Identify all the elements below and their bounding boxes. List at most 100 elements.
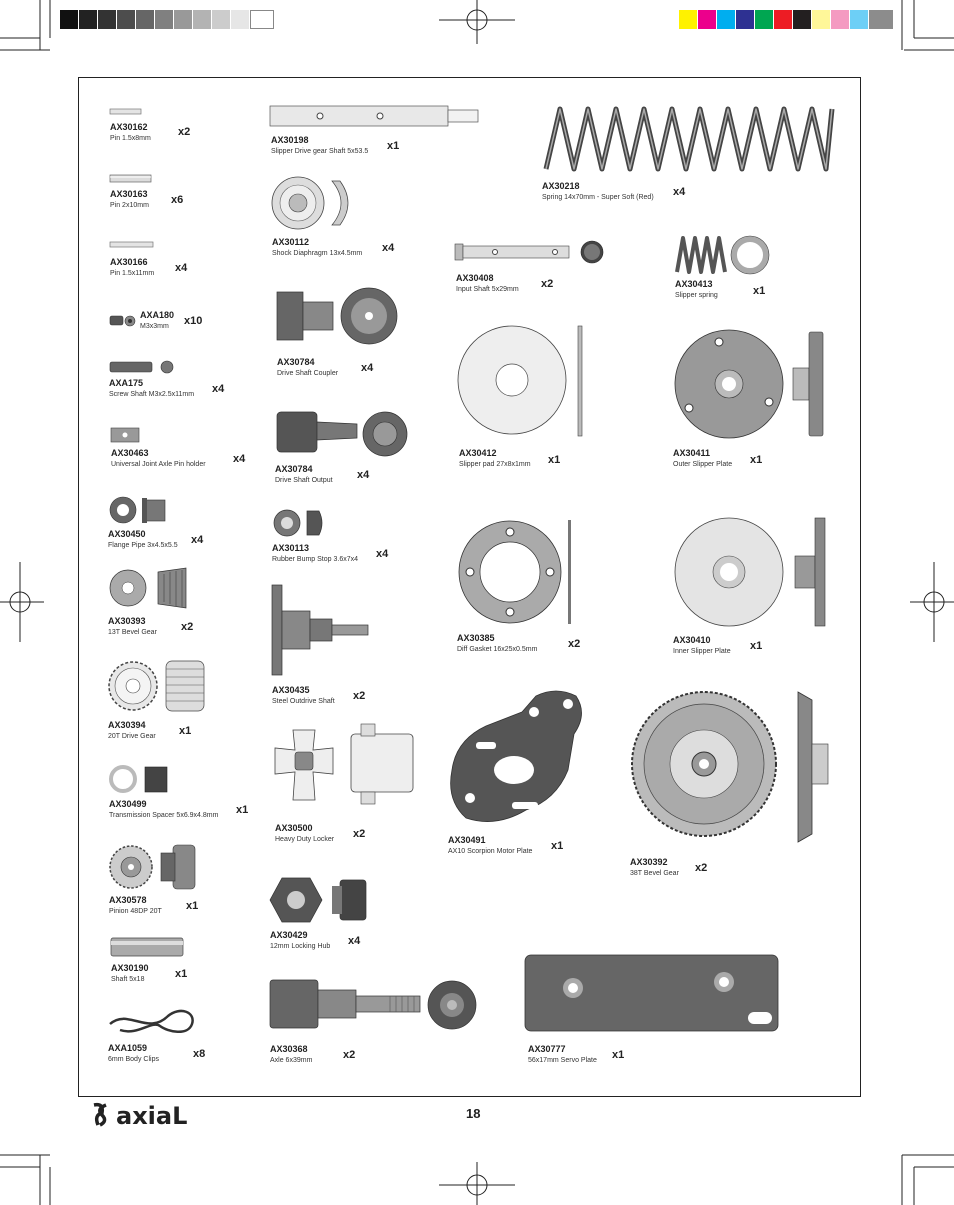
part-qty: x10	[184, 315, 203, 327]
part-desc: Slipper spring	[675, 292, 718, 299]
part-code: AX30198	[271, 135, 309, 145]
bump-stop-illustration	[273, 509, 323, 537]
drive-shaft-coupler-illustration	[276, 287, 398, 345]
outdrive-shaft-illustration	[271, 584, 369, 676]
part-desc: 56x17mm Servo Plate	[528, 1057, 597, 1064]
part-qty: x4	[382, 242, 395, 254]
drive-gear-20t-illustration	[108, 660, 205, 712]
part-ax30394: AX30394 20T Drive Gear	[108, 720, 156, 740]
part-code: AX30784	[277, 357, 315, 367]
part-ax30385: AX30385 Diff Gasket 16x25x0.5mm	[457, 633, 537, 653]
part-ax30500: AX30500 Heavy Duty Locker	[275, 823, 334, 843]
part-desc: Slipper Drive gear Shaft 5x53.5	[271, 148, 369, 155]
input-shaft-illustration	[454, 240, 604, 264]
color-swatch	[831, 10, 849, 29]
parts-frame	[78, 77, 861, 1097]
part-qty: x4	[376, 548, 389, 560]
part-code: AX30385	[457, 633, 495, 643]
part-qty: x8	[193, 1048, 206, 1060]
slipper-spring-illustration	[675, 235, 770, 275]
part-desc: 20T Drive Gear	[108, 733, 156, 740]
screw-shaft-illustration	[109, 360, 174, 374]
part-code: AXA180	[140, 310, 175, 320]
part-ax30392: AX30392 38T Bevel Gear	[630, 857, 679, 877]
svg-text:axiaL: axiaL	[116, 1102, 187, 1130]
part-ax30491: AX30491 AX10 Scorpion Motor Plate	[448, 835, 532, 855]
part-qty: x2	[541, 278, 554, 290]
diff-gasket-illustration	[458, 520, 571, 624]
gray-swatch	[79, 10, 97, 29]
pinion-illustration	[109, 844, 196, 890]
part-ax30163: AX30163 Pin 2x10mm	[110, 189, 149, 209]
part-code: AX30218	[542, 181, 580, 191]
part-desc: Steel Outdrive Shaft	[272, 698, 335, 705]
part-desc: Shock Diaphragm 13x4.5mm	[272, 250, 363, 257]
part-code: AX30368	[270, 1044, 308, 1054]
part-code: AX30163	[110, 189, 148, 199]
part-desc: Transmission Spacer 5x6.9x4.8mm	[109, 812, 219, 819]
part-desc: Pin 1.5x11mm	[110, 270, 155, 277]
gray-swatch	[231, 10, 249, 29]
part-qty: x2	[695, 862, 708, 874]
shaft-illustration	[110, 937, 184, 957]
part-ax30411: AX30411 Outer Slipper Plate	[673, 448, 732, 468]
part-qty: x4	[191, 534, 204, 546]
part-qty: x4	[673, 186, 686, 198]
page-number: 18	[466, 1106, 481, 1121]
part-desc: 6mm Body Clips	[108, 1056, 159, 1063]
part-qty: x1	[175, 968, 188, 980]
part-desc: Heavy Duty Locker	[275, 836, 335, 843]
axial-logo: axiaL	[93, 1102, 187, 1130]
part-qty: x1	[750, 640, 763, 652]
part-code: AXA175	[109, 378, 144, 388]
part-code: AX30394	[108, 720, 146, 730]
part-code: AX30166	[110, 257, 148, 267]
spring-illustration	[543, 106, 835, 172]
part-code: AX30435	[272, 685, 310, 695]
part-code: AX30777	[528, 1044, 566, 1054]
inner-slipper-plate-illustration	[674, 517, 826, 627]
color-swatch	[812, 10, 830, 29]
part-code: AX30463	[111, 448, 149, 458]
part-desc: Drive Shaft Coupler	[277, 370, 339, 377]
part-code: AXA1059	[108, 1043, 148, 1053]
gray-swatch	[212, 10, 230, 29]
part-ax30413: AX30413 Slipper spring	[675, 279, 718, 299]
part-desc: Diff Gasket 16x25x0.5mm	[457, 646, 538, 653]
pin-holder-illustration	[110, 427, 140, 443]
part-qty: x4	[348, 935, 361, 947]
part-ax30198: AX30198 Slipper Drive gear Shaft 5x53.5	[271, 135, 368, 155]
part-qty: x6	[171, 194, 184, 206]
part-ax30408: AX30408 Input Shaft 5x29mm	[456, 273, 519, 293]
part-code: AX30410	[673, 635, 711, 645]
part-qty: x2	[353, 828, 366, 840]
part-ax30112: AX30112 Shock Diaphragm 13x4.5mm	[272, 237, 362, 257]
spacer-illustration	[109, 765, 168, 793]
pin-illustration	[109, 174, 152, 183]
part-qty: x1	[753, 285, 766, 297]
part-code: AX30393	[108, 616, 146, 626]
color-swatch	[793, 10, 811, 29]
part-qty: x2	[343, 1049, 356, 1061]
part-desc: AX10 Scorpion Motor Plate	[448, 848, 533, 855]
set-screw-illustration	[109, 315, 136, 327]
color-swatch	[717, 10, 735, 29]
servo-plate-illustration	[524, 954, 779, 1032]
part-desc: 12mm Locking Hub	[270, 943, 331, 950]
color-swatch	[869, 10, 893, 29]
part-code: AX30190	[111, 963, 149, 973]
gray-swatch	[193, 10, 211, 29]
locking-hub-illustration	[269, 877, 367, 923]
part-desc: Pin 2x10mm	[110, 202, 149, 209]
part-qty: x2	[178, 126, 191, 138]
part-qty: x1	[750, 454, 763, 466]
color-swatch	[679, 10, 697, 29]
part-ax30218: AX30218 Spring 14x70mm - Super Soft (Red…	[542, 181, 654, 201]
part-desc: Pin 1.5x8mm	[110, 135, 151, 142]
part-ax30429: AX30429 12mm Locking Hub	[270, 930, 330, 950]
gray-swatch	[60, 10, 78, 29]
part-ax30784-coupler: AX30784 Drive Shaft Coupler	[277, 357, 338, 377]
pin-illustration	[109, 241, 154, 248]
flange-pipe-illustration	[109, 496, 166, 524]
